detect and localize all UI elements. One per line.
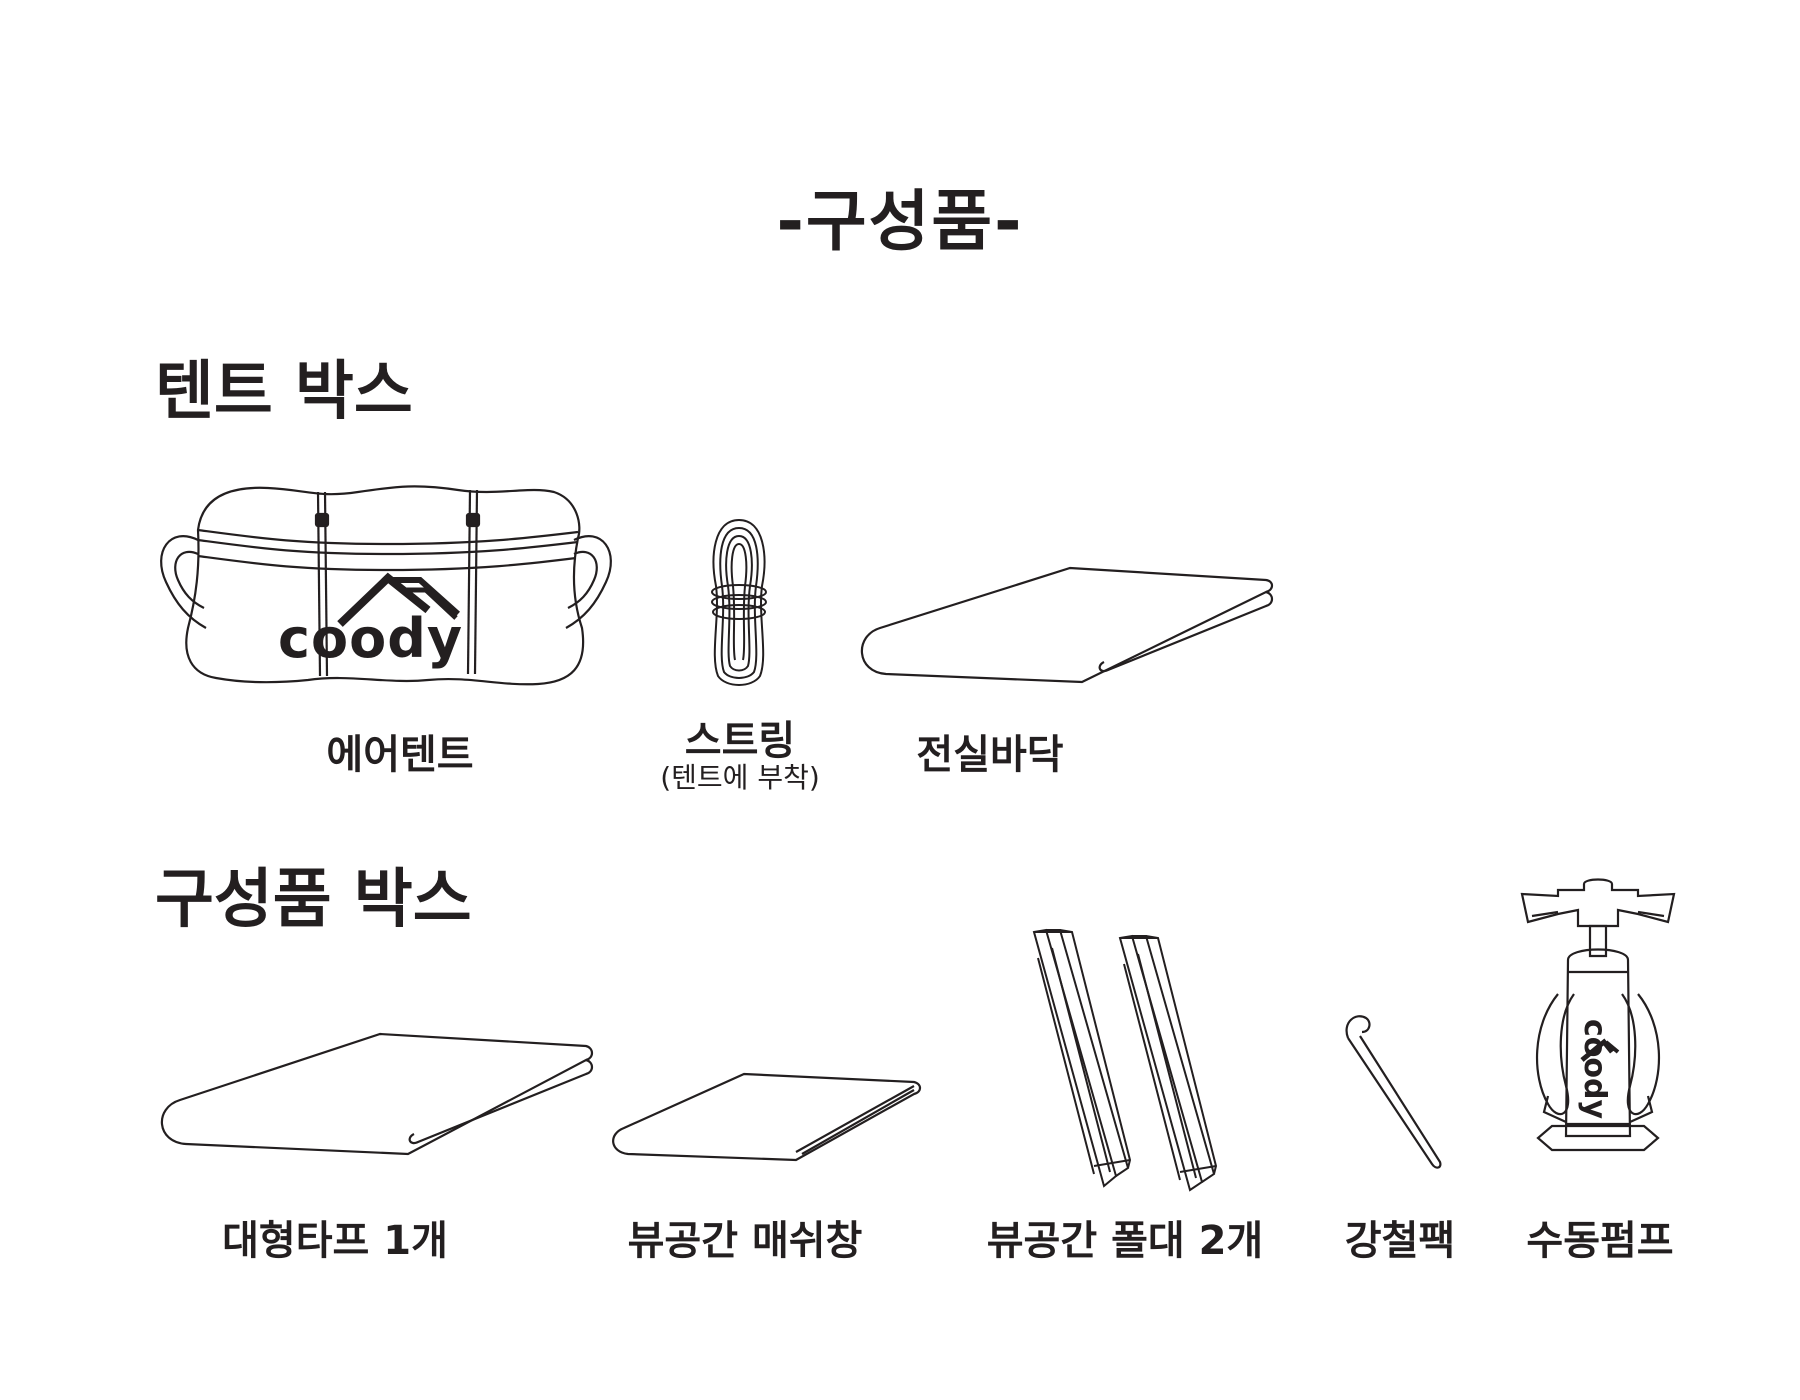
item-label-air-tent: 에어텐트 — [326, 732, 474, 778]
item-label-view-space-poles: 뷰공간 폴대 2개 — [986, 1218, 1264, 1264]
tent-box-heading: 텐트 박스 — [155, 355, 413, 429]
item-label-steel-peg: 강철팩 — [1344, 1218, 1456, 1264]
item-label-large-tarp: 대형타프 1개 — [222, 1218, 448, 1264]
item-label-vestibule-floor: 전실바닥 — [916, 732, 1064, 778]
view-space-poles-illustration — [1032, 928, 1228, 1190]
item-label-hand-pump: 수동펌프 — [1526, 1218, 1674, 1264]
air-tent-bag-illustration — [158, 478, 616, 694]
mesh-window-illustration — [610, 1072, 922, 1162]
string-coil-illustration — [708, 516, 770, 688]
item-label-string: 스트링 — [684, 718, 796, 764]
vestibule-floor-illustration — [856, 566, 1278, 688]
large-tarp-illustration — [156, 1032, 596, 1162]
hand-pump-brand: coody — [1577, 1018, 1613, 1120]
parts-box-heading: 구성품 박스 — [155, 863, 472, 937]
item-note-string: (텐트에 부착) — [660, 761, 820, 794]
page-title: -구성품- — [776, 183, 1024, 260]
steel-peg-illustration — [1340, 1012, 1446, 1172]
item-label-mesh-window: 뷰공간 매쉬창 — [627, 1218, 863, 1264]
air-tent-brand: coody — [278, 607, 464, 670]
hand-pump-illustration — [1518, 876, 1678, 1158]
